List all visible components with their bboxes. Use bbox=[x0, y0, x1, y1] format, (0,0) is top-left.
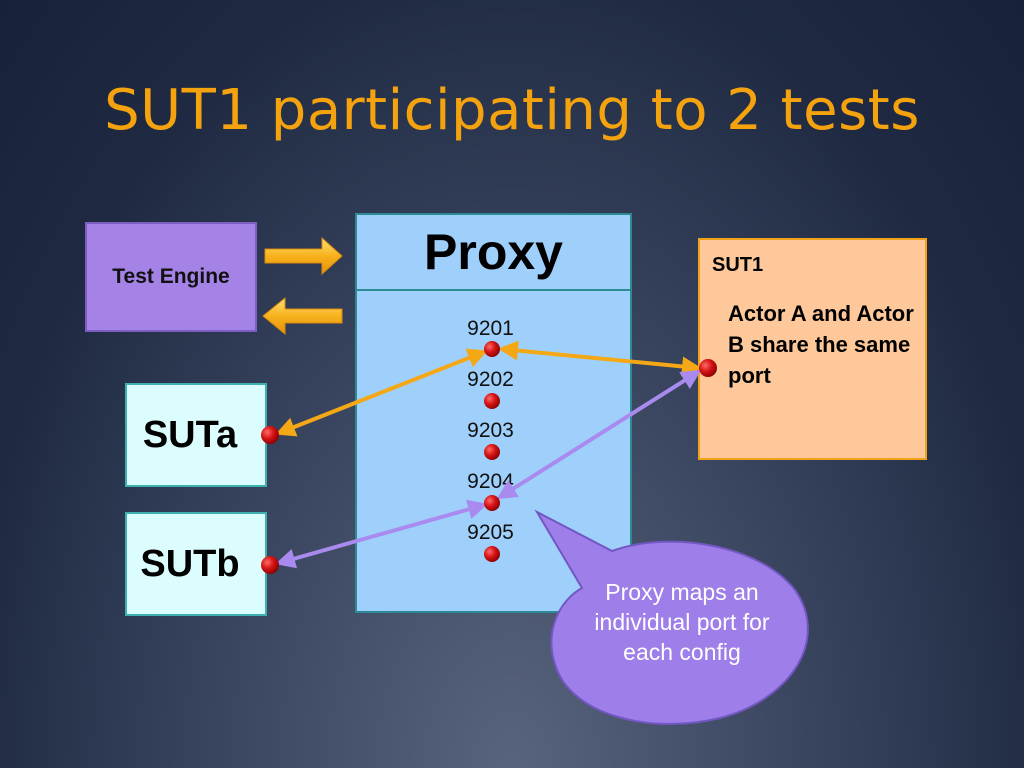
callout-bubble bbox=[534, 509, 809, 725]
connector-sutb-9204 bbox=[275, 499, 488, 569]
sut1-box: SUT1 Actor A and Actor B share the same … bbox=[698, 238, 927, 460]
suta-endpoint-dot bbox=[261, 426, 279, 444]
test-engine-box: Test Engine bbox=[85, 222, 257, 332]
slide-title: SUT1 participating to 2 tests bbox=[104, 78, 920, 143]
arrow-right-icon bbox=[264, 236, 343, 276]
sutb-endpoint-dot bbox=[261, 556, 279, 574]
connector-suta-9201 bbox=[275, 348, 488, 437]
callout-text: Proxy maps an individual port for each c… bbox=[594, 579, 770, 665]
arrow-left-icon bbox=[262, 296, 343, 336]
port-dot-9203 bbox=[484, 444, 500, 460]
sut1-label: SUT1 bbox=[712, 254, 764, 276]
port-dot-9204 bbox=[484, 495, 500, 511]
connector-9204-sut1 bbox=[496, 369, 702, 500]
port-label-9201: 9201 bbox=[467, 317, 514, 340]
sutb-box: SUTb bbox=[125, 512, 267, 616]
suta-label: SUTa bbox=[142, 413, 238, 456]
port-dot-9205 bbox=[484, 546, 500, 562]
sutb-label: SUTb bbox=[140, 542, 240, 585]
test-engine-label: Test Engine bbox=[112, 265, 230, 288]
sut1-note: Actor A and Actor B share the same port bbox=[728, 301, 914, 388]
sut1-endpoint-dot bbox=[699, 359, 717, 377]
connector-9201-sut1 bbox=[498, 340, 702, 377]
port-dot-9202 bbox=[484, 393, 500, 409]
proxy-header: Proxy bbox=[357, 215, 630, 291]
proxy-label: Proxy bbox=[424, 224, 563, 280]
port-dot-9201 bbox=[484, 341, 500, 357]
